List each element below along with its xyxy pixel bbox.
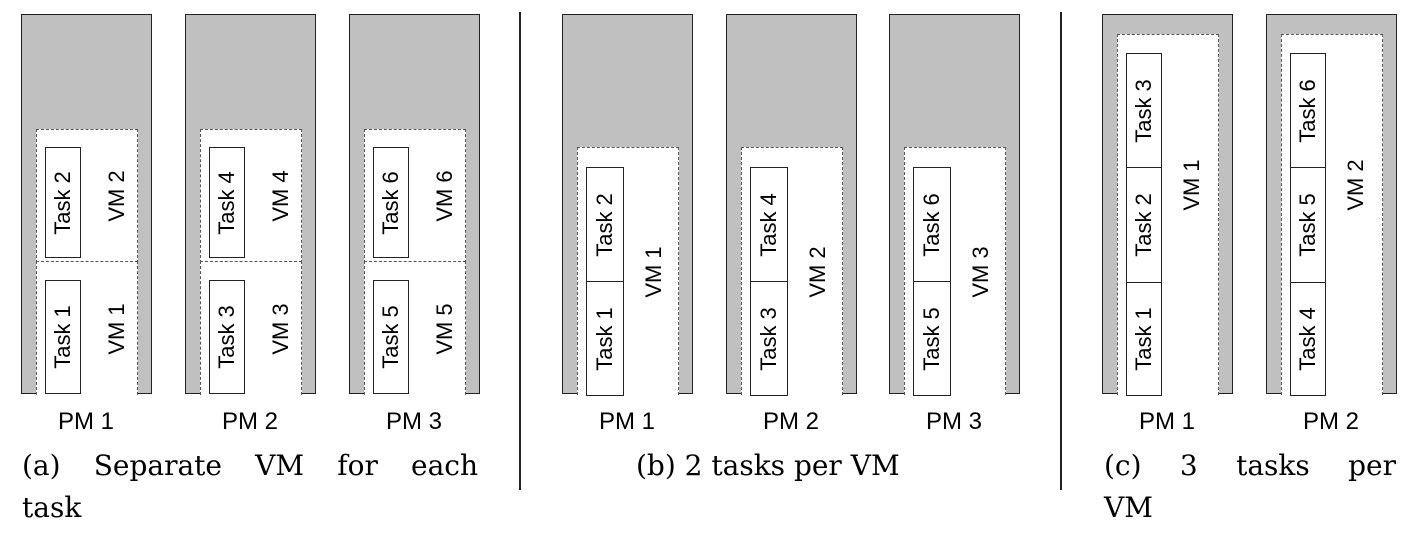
task-box: Task 3 <box>209 280 245 394</box>
task-label: Task 5 <box>919 306 944 371</box>
vm-box: Task 6 Task 5 VM 3 <box>904 147 1006 396</box>
task-divider <box>1291 282 1325 283</box>
caption-c-line2: VM <box>1104 491 1153 524</box>
pm-label: PM 1 <box>57 408 114 435</box>
vm-box: Task 4 Task 3 VM 2 <box>741 147 843 396</box>
vm-label: VM 1 <box>104 302 129 355</box>
task-label: Task 1 <box>592 306 617 371</box>
vm-label: VM 5 <box>432 302 457 355</box>
vm-label: VM 2 <box>1343 159 1368 211</box>
pm-label: PM 3 <box>385 408 442 435</box>
vm-box: Task 2 Task 1 VM 1 <box>577 147 679 396</box>
caption-b: (b) 2 tasks per VM <box>636 449 900 482</box>
vm-label: VM 1 <box>641 245 666 298</box>
task-label: Task 4 <box>756 192 781 257</box>
vm-label: VM 6 <box>432 170 457 222</box>
pm-label: PM 2 <box>221 408 278 435</box>
task-box: Task 3 Task 2 Task 1 <box>1126 53 1162 396</box>
task-divider <box>587 281 623 282</box>
task-box: Task 5 <box>373 280 409 394</box>
vm-label: VM 3 <box>968 245 993 298</box>
task-label: Task 3 <box>1131 78 1156 143</box>
task-box: Task 2 Task 1 <box>586 167 624 396</box>
task-label: Task 6 <box>1295 78 1320 143</box>
vm-box: Task 5 VM 5 <box>364 261 466 395</box>
task-divider <box>1291 167 1325 168</box>
task-divider <box>1127 167 1161 168</box>
task-label: Task 6 <box>919 192 944 257</box>
pm-box: Task 6 Task 5 VM 3 <box>889 14 1020 396</box>
vm-label: VM 2 <box>104 170 129 222</box>
task-label: Task 2 <box>1131 193 1156 257</box>
task-box: Task 6 Task 5 Task 4 <box>1290 53 1326 396</box>
vm-box: Task 1 VM 1 <box>36 261 138 395</box>
panel-divider <box>1060 12 1062 490</box>
pm-box: Task 2 VM 2 Task 1 VM 1 <box>21 14 152 395</box>
task-box: Task 2 <box>45 147 81 258</box>
vm-box: Task 2 VM 2 <box>36 129 138 263</box>
pm-label: PM 1 <box>1138 408 1195 435</box>
pm-label: PM 2 <box>1302 408 1359 435</box>
task-label: Task 3 <box>756 306 781 371</box>
vm-box: Task 6 VM 6 <box>364 129 466 263</box>
task-label: Task 4 <box>214 170 239 235</box>
task-box: Task 4 <box>209 147 245 258</box>
pm-label: PM 3 <box>925 408 982 435</box>
pm-box: Task 3 Task 2 Task 1 VM 1 <box>1102 14 1233 396</box>
task-label: Task 4 <box>1295 307 1320 371</box>
caption-c-line1: (c) 3 tasks per <box>1104 449 1396 482</box>
task-box: Task 1 <box>45 280 81 394</box>
task-label: Task 1 <box>50 305 75 369</box>
caption-a-line1: (a) Separate VM for each <box>22 449 478 482</box>
vm-label: VM 3 <box>268 302 293 355</box>
vm-label: VM 4 <box>268 170 293 222</box>
panel-divider <box>519 12 521 490</box>
pm-label: PM 1 <box>598 408 655 435</box>
pm-label: PM 2 <box>762 408 819 435</box>
task-label: Task 5 <box>1295 193 1320 257</box>
vm-box: Task 4 VM 4 <box>200 129 302 263</box>
task-divider <box>914 281 950 282</box>
vm-box: Task 3 Task 2 Task 1 VM 1 <box>1117 34 1219 396</box>
task-divider <box>751 281 787 282</box>
task-divider <box>1127 282 1161 283</box>
task-box: Task 6 Task 5 <box>913 167 951 396</box>
pm-box: Task 4 Task 3 VM 2 <box>726 14 857 396</box>
task-box: Task 6 <box>373 147 409 258</box>
pm-box: Task 4 VM 4 Task 3 VM 3 <box>185 14 316 395</box>
task-label: Task 6 <box>378 170 403 235</box>
task-label: Task 2 <box>50 170 75 235</box>
task-label: Task 2 <box>592 192 617 257</box>
pm-box: Task 6 VM 6 Task 5 VM 5 <box>349 14 480 395</box>
task-label: Task 1 <box>1131 307 1156 371</box>
pm-box: Task 2 Task 1 VM 1 <box>562 14 693 396</box>
vm-box: Task 3 VM 3 <box>200 261 302 395</box>
vm-box: Task 6 Task 5 Task 4 VM 2 <box>1281 34 1383 396</box>
caption-a-line2: task <box>22 491 82 524</box>
task-label: Task 5 <box>378 305 403 369</box>
vm-label: VM 2 <box>805 245 830 298</box>
vm-label: VM 1 <box>1179 159 1204 211</box>
task-box: Task 4 Task 3 <box>750 167 788 396</box>
task-label: Task 3 <box>214 305 239 369</box>
pm-box: Task 6 Task 5 Task 4 VM 2 <box>1266 14 1397 396</box>
